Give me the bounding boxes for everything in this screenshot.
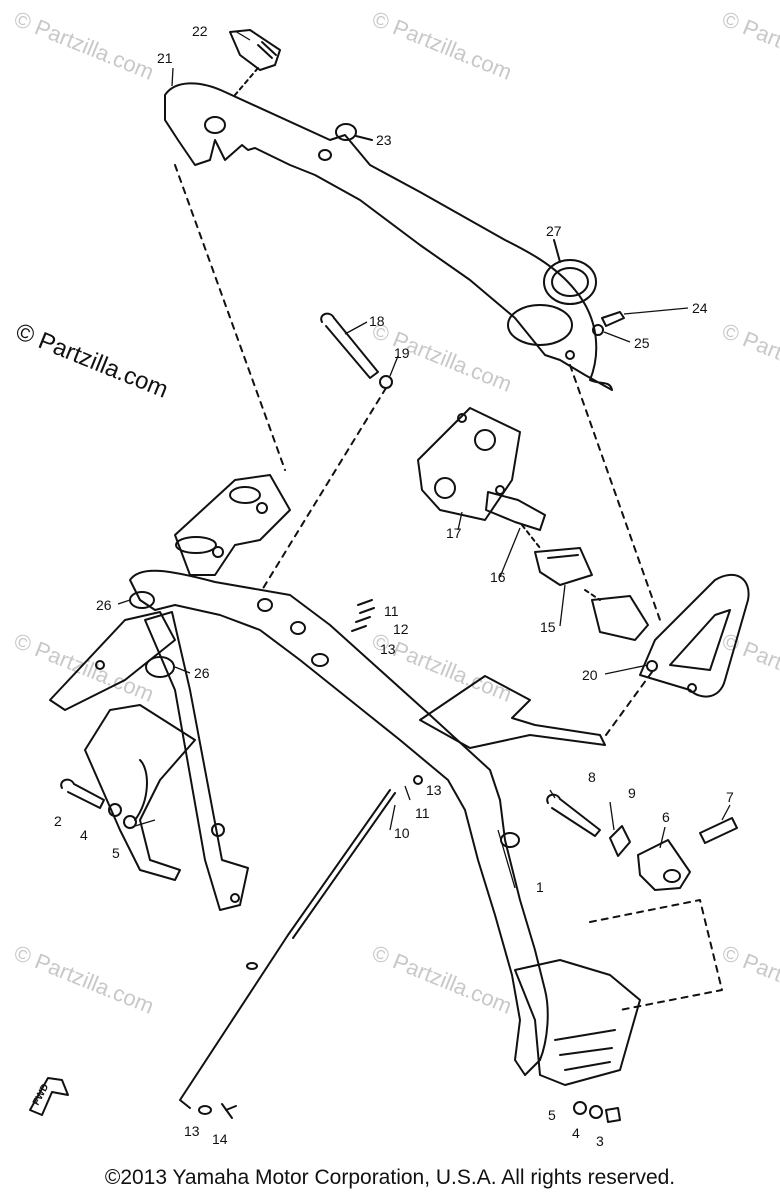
callout-5-lower: 5 bbox=[548, 1107, 556, 1123]
part-8-bolt bbox=[546, 793, 601, 837]
callout-4-left: 4 bbox=[80, 827, 88, 843]
part-26-collar-lower bbox=[145, 656, 175, 678]
callout-22: 22 bbox=[192, 23, 208, 39]
callout-11-mid: 11 bbox=[415, 805, 430, 821]
part-16-stay bbox=[485, 491, 546, 531]
part-18-bolt bbox=[320, 312, 379, 379]
left-vertical-stay bbox=[144, 611, 249, 911]
part-20-bracket bbox=[639, 573, 750, 698]
fwd-arrow-icon bbox=[29, 1077, 69, 1116]
callout-25: 25 bbox=[634, 335, 650, 351]
callout-15: 15 bbox=[540, 619, 556, 635]
callout-13-mid: 13 bbox=[426, 782, 442, 798]
part-24-bolt bbox=[601, 311, 625, 327]
part-25-washer bbox=[592, 324, 604, 336]
callout-13-upper: 13 bbox=[380, 641, 396, 657]
left-footrest-arm bbox=[49, 611, 176, 711]
callout-26-upper: 26 bbox=[96, 597, 112, 613]
callout-2: 2 bbox=[54, 813, 62, 829]
callout-11-upper: 11 bbox=[384, 603, 399, 619]
callout-1: 1 bbox=[536, 879, 544, 895]
callout-21: 21 bbox=[157, 50, 173, 66]
callout-24: 24 bbox=[692, 300, 708, 316]
callout-14: 14 bbox=[212, 1131, 228, 1147]
fwd-label: FWD bbox=[31, 1082, 51, 1107]
callout-10: 10 bbox=[394, 825, 410, 841]
part-7-pin bbox=[699, 817, 738, 844]
part-4-washer-lower bbox=[589, 1105, 603, 1119]
callout-4-lower: 4 bbox=[572, 1125, 580, 1141]
callout-13-lower: 13 bbox=[184, 1123, 200, 1139]
callout-12: 12 bbox=[393, 621, 409, 637]
part-4-washer bbox=[108, 803, 122, 817]
part-27-grommet bbox=[543, 259, 597, 305]
callout-3: 3 bbox=[596, 1133, 604, 1149]
part-3-bolt bbox=[605, 1107, 621, 1123]
part-5-nut bbox=[123, 815, 137, 829]
callout-8: 8 bbox=[588, 769, 596, 785]
part-6-block bbox=[637, 839, 691, 891]
part-10-rod bbox=[179, 789, 391, 1109]
callout-19: 19 bbox=[394, 345, 410, 361]
callout-5-left: 5 bbox=[112, 845, 120, 861]
part-22-bracket bbox=[229, 29, 281, 71]
brake-pedal-plate bbox=[419, 675, 606, 749]
callout-23: 23 bbox=[376, 132, 392, 148]
part-19-nut bbox=[379, 375, 393, 389]
part-21-upper-plate bbox=[164, 82, 613, 391]
callout-6: 6 bbox=[662, 809, 670, 825]
part-5-nut-lower bbox=[573, 1101, 587, 1115]
callout-26-lower: 26 bbox=[194, 665, 210, 681]
callout-7: 7 bbox=[726, 789, 734, 805]
callout-16: 16 bbox=[490, 569, 506, 585]
part-9-washer bbox=[609, 825, 631, 857]
callout-17: 17 bbox=[446, 525, 462, 541]
left-lower-step bbox=[84, 704, 196, 881]
callout-18: 18 bbox=[369, 313, 385, 329]
callout-20: 20 bbox=[582, 667, 598, 683]
part-17-plate bbox=[417, 407, 521, 521]
callout-27: 27 bbox=[546, 223, 562, 239]
part-1-main-frame bbox=[129, 569, 549, 1076]
callout-9: 9 bbox=[628, 785, 636, 801]
part-15-damper bbox=[534, 547, 593, 586]
brake-pedal-footpad bbox=[514, 959, 641, 1086]
part-26-collar-upper bbox=[129, 591, 155, 609]
copyright-notice: ©2013 Yamaha Motor Corporation, U.S.A. A… bbox=[104, 1166, 676, 1189]
part-2-bolt bbox=[60, 778, 105, 809]
part-23-nut bbox=[335, 123, 357, 141]
frame-upper-bracket bbox=[174, 474, 291, 576]
